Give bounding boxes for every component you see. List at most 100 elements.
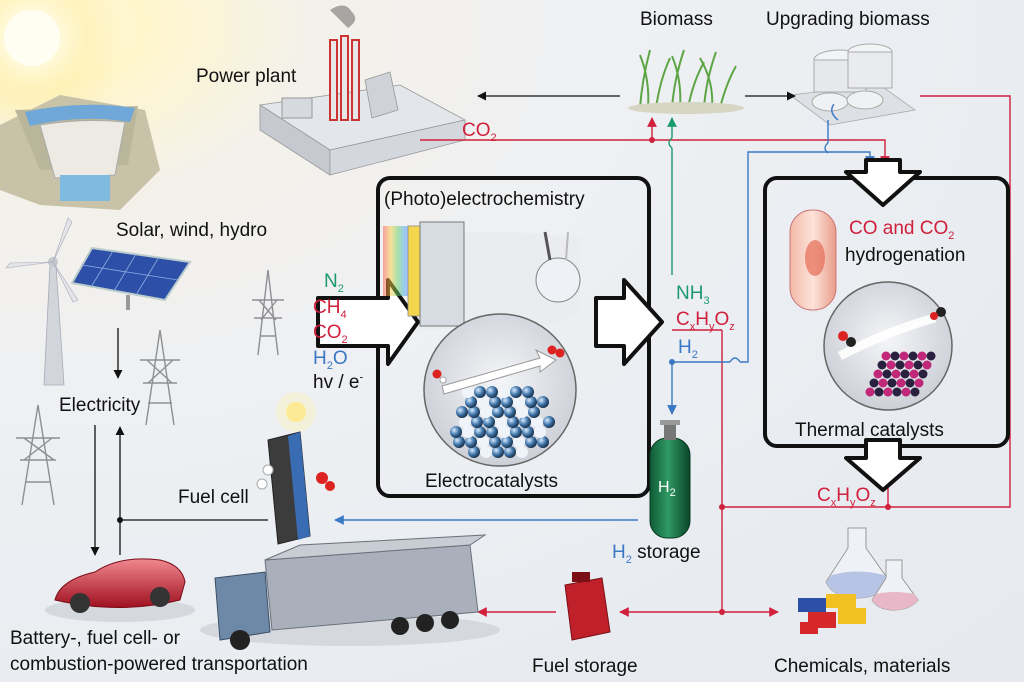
catalyst-atom: [869, 378, 879, 388]
catalyst-atom: [918, 369, 928, 379]
thermal-catalysis-box: [763, 158, 1010, 492]
catalyst-atom: [462, 386, 474, 398]
catalyst-atom: [883, 387, 893, 397]
catalyst-atom: [450, 426, 462, 438]
chemicals-materials-label: Chemicals, materials: [774, 656, 951, 677]
nh3-base: NH: [676, 283, 704, 304]
catalyst-atom: [910, 387, 920, 397]
h2-base: H: [658, 479, 670, 496]
h2-base: H: [612, 542, 626, 563]
catalyst-atom: [905, 378, 915, 388]
car-icon: [45, 558, 195, 622]
n2-input-label: N2: [324, 272, 344, 294]
catalyst-atom: [477, 436, 489, 448]
co2-input-label: CO2: [313, 322, 348, 345]
h-base: H: [695, 309, 709, 330]
catalyst-atom: [913, 360, 923, 370]
catalyst-atom: [881, 351, 891, 361]
catalyst-atom: [495, 416, 507, 428]
h2-sub: 2: [625, 553, 632, 566]
catalyst-atom: [901, 387, 911, 397]
h2o-input-label: H2O: [313, 348, 348, 371]
catalyst-atom: [914, 378, 924, 388]
upgrading-biomass-label: Upgrading biomass: [766, 9, 930, 30]
catalyst-atom: [510, 426, 522, 438]
transport-label-line1: Battery-, fuel cell- or: [10, 628, 180, 649]
catalyst-atom: [891, 369, 901, 379]
electrocatalyst-lens: [423, 313, 577, 467]
wind-turbine-icon: [5, 217, 79, 386]
h2o-tail: O: [332, 348, 348, 369]
catalyst-atom: [465, 436, 477, 448]
nh3-sub: 3: [703, 294, 710, 307]
catalyst-atom: [492, 406, 504, 418]
catalyst-atom: [453, 436, 465, 448]
z-sub: z: [729, 320, 735, 333]
catalyst-atom: [519, 416, 531, 428]
n2-sub: 2: [337, 282, 344, 295]
co2-flow-label: CO2: [462, 120, 497, 143]
h2-cylinder-icon: [649, 420, 691, 539]
photoelectrochemistry-box: [316, 176, 664, 498]
catalyst-atom: [516, 406, 528, 418]
fuel-cell-icon: [256, 392, 335, 545]
hv-e-base: hv / e: [313, 372, 360, 393]
catalyst-atom: [909, 369, 919, 379]
h2-storage-label: H2 storage: [612, 542, 701, 565]
catalyst-atom: [537, 436, 549, 448]
hv-e-input-label: hv / e-: [313, 372, 363, 393]
ch4-sub: 4: [340, 308, 347, 321]
catalyst-atom: [486, 426, 498, 438]
nh3-output-label: NH3: [676, 283, 710, 306]
catalyst-atom: [908, 351, 918, 361]
cxhyoz-thermal-output-label: CxHyOz: [817, 486, 876, 508]
catalyst-atom: [926, 351, 936, 361]
reactor-icon: [789, 209, 837, 311]
catalyst-atom: [899, 351, 909, 361]
catalyst-atom: [486, 386, 498, 398]
y-sub: y: [708, 320, 715, 333]
catalyst-atom: [462, 426, 474, 438]
fuel-cell-label: Fuel cell: [178, 487, 249, 508]
catalyst-atom: [498, 386, 510, 398]
co2-base: CO: [313, 322, 342, 343]
thermal-catalyst-lens: [823, 281, 953, 411]
catalyst-atom: [895, 360, 905, 370]
truck-icon: [200, 534, 500, 650]
catalyst-atom: [878, 378, 888, 388]
ch4-base: CH: [313, 297, 341, 318]
sun-icon: [0, 0, 127, 133]
catalyst-atom: [522, 426, 534, 438]
catalyst-atom: [525, 436, 537, 448]
catalyst-atom: [873, 369, 883, 379]
catalyst-atom: [498, 426, 510, 438]
catalyst-atom: [459, 416, 471, 428]
power-plant-label: Power plant: [196, 66, 297, 87]
catalyst-atom: [896, 378, 906, 388]
catalyst-atom: [501, 436, 513, 448]
catalyst-atom: [886, 360, 896, 370]
catalyst-atom: [865, 387, 875, 397]
z-sub: z: [870, 496, 876, 509]
c-base: C: [676, 309, 690, 330]
catalyst-atom: [480, 406, 492, 418]
catalyst-atom: [507, 416, 519, 428]
catalyst-atom: [904, 360, 914, 370]
catalyst-atom: [480, 446, 492, 458]
catalyst-atom: [477, 396, 489, 408]
fuel-storage-label: Fuel storage: [532, 656, 638, 677]
h2-base: H: [678, 337, 692, 358]
co2-base: CO: [919, 218, 949, 239]
catalyst-atom: [528, 406, 540, 418]
catalyst-atom: [543, 416, 555, 428]
catalyst-atom: [917, 351, 927, 361]
co2-base: CO: [462, 120, 491, 141]
catalyst-atom: [887, 378, 897, 388]
catalyst-atom: [489, 436, 501, 448]
storage-text: storage: [637, 542, 701, 563]
hydrogenation-label: hydrogenation: [845, 245, 966, 266]
x-sub: x: [830, 496, 837, 509]
catalyst-atom: [492, 446, 504, 458]
flask-icon: [825, 527, 919, 611]
x-sub: x: [689, 320, 696, 333]
